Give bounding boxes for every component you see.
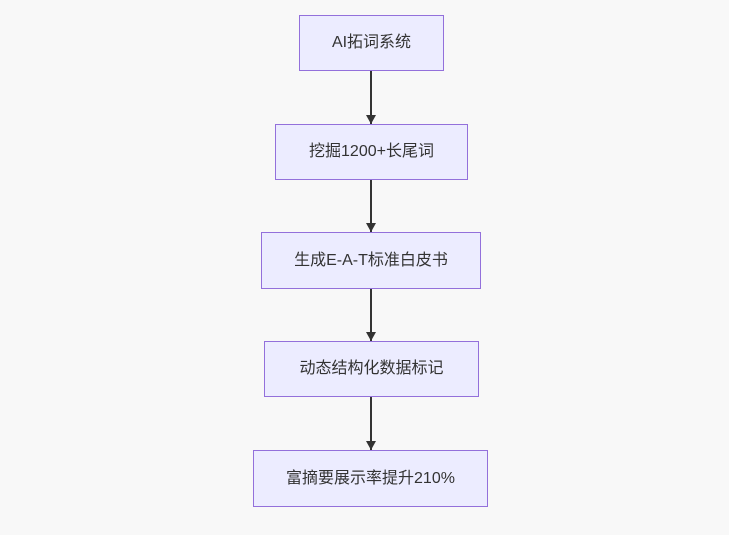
flow-node-label: 富摘要展示率提升210% — [286, 469, 455, 487]
flow-node-label: 生成E-A-T标准白皮书 — [294, 251, 448, 269]
arrow-node3-to-node4 — [370, 289, 372, 341]
arrow-node4-to-node5 — [370, 397, 372, 450]
flow-node-label: 挖掘1200+长尾词 — [309, 143, 434, 161]
flow-node-label: AI拓词系统 — [331, 34, 412, 52]
flow-node-ai-word-expansion-system: AI拓词系统 — [299, 15, 444, 71]
arrow-node1-to-node2 — [370, 71, 372, 124]
flow-node-generate-eat-whitepaper: 生成E-A-T标准白皮书 — [261, 232, 481, 289]
arrow-node2-to-node3 — [370, 180, 372, 232]
flow-node-dynamic-structured-data-markup: 动态结构化数据标记 — [264, 341, 479, 397]
flow-node-rich-snippet-rate-increase: 富摘要展示率提升210% — [253, 450, 488, 507]
flow-node-label: 动态结构化数据标记 — [299, 360, 444, 378]
flow-node-mine-longtail-keywords: 挖掘1200+长尾词 — [275, 124, 468, 180]
